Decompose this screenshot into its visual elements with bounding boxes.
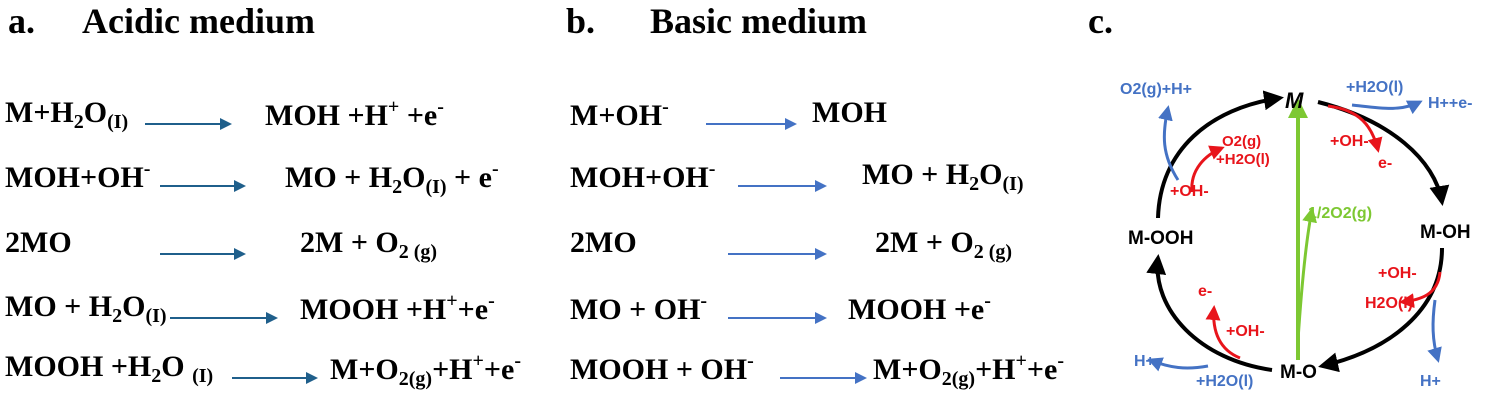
acidic-arrow-3 (160, 248, 246, 260)
basic-arrow-1 (706, 118, 797, 130)
red-arrow-bl (1205, 305, 1241, 360)
label-r-red-out: H2O(l) (1365, 295, 1413, 312)
panel-a-label: a. (8, 1, 35, 41)
basic-arrow-2 (738, 180, 827, 192)
basic-arrow-4 (728, 312, 827, 324)
acidic-products-3: 2M + O2 (g) (300, 226, 438, 263)
label-r-out: H+ (1420, 373, 1441, 390)
blue-arrow-tr (1351, 100, 1423, 115)
label-tl-out: O2(g)+H+ (1120, 81, 1192, 98)
basic-arrow-5 (780, 372, 867, 384)
red-arrow-tr (1327, 104, 1383, 153)
blue-arrow-r (1427, 299, 1442, 363)
red-arrow-r (1399, 271, 1442, 309)
label-tl-red-in: +OH- (1170, 183, 1209, 200)
cycle-arc-right-bottom (1318, 247, 1444, 373)
panel-a-title: Acidic medium (82, 1, 315, 41)
basic-products-3: 2M + O2 (g) (875, 226, 1013, 263)
label-tr-red-out: e- (1378, 155, 1392, 172)
acidic-reactants-4: MO + H2O(I) (5, 290, 167, 327)
basic-products-4: MOOH +e- (848, 290, 991, 326)
cycle-arc-bottom-left (1146, 254, 1273, 372)
acidic-arrow-4 (170, 312, 278, 324)
label-bl-red-in: +OH- (1226, 323, 1265, 340)
acidic-products-2: MO + H2O(I) + e- (285, 158, 499, 198)
acidic-products-4: MOOH +H++e- (300, 290, 495, 326)
node-left: M-OOH (1128, 228, 1193, 249)
red-arrow-tl (1190, 145, 1225, 193)
node-top: M (1285, 88, 1304, 113)
panel-c-label: c. (1088, 1, 1113, 41)
label-bl-in: +H2O(l) (1196, 373, 1253, 390)
cycle-arc-top-right (1317, 100, 1450, 206)
panel-b-label: b. (566, 1, 596, 41)
basic-reactants-1: M+OH- (570, 96, 669, 132)
node-bottom: M-O (1280, 362, 1317, 383)
acidic-reactants-1: M+H2O(I) (5, 96, 129, 133)
acidic-reactants-2: MOH+OH- (5, 158, 151, 194)
panel-b-title: Basic medium (650, 1, 868, 41)
basic-arrow-3 (728, 248, 827, 260)
catalytic-cycle: M M-OH M-O M-OOH 1/2O2(g) +H2O(l) H++e- … (1120, 79, 1472, 390)
label-tl-red-a: O2(g) (1222, 133, 1261, 150)
basic-reactants-4: MO + OH- (570, 290, 708, 326)
basic-reactants-5: MOOH + OH- (570, 350, 754, 386)
label-bl-red-out: e- (1198, 283, 1212, 300)
label-r-red-in: +OH- (1378, 265, 1417, 282)
label-tr-out: H++e- (1428, 95, 1472, 112)
acidic-arrow-5 (232, 372, 318, 384)
label-tl-red-b: +H2O(l) (1216, 151, 1270, 168)
basic-products-5: M+O2(g)+H++e- (873, 350, 1065, 390)
basic-products-2: MO + H2O(I) (862, 158, 1024, 195)
cycle-arc-left-top (1156, 90, 1284, 219)
acidic-products-1: MOH +H+ +e- (265, 96, 444, 132)
center-label: 1/2O2(g) (1308, 205, 1372, 222)
label-tr-red-in: +OH- (1330, 133, 1369, 150)
basic-reactants-3: 2MO (570, 226, 637, 259)
acidic-reactants-3: 2MO (5, 226, 72, 259)
basic-products-1: MOH (812, 96, 887, 129)
blue-arrow-bl (1147, 357, 1209, 372)
basic-reactants-2: MOH+OH- (570, 158, 716, 194)
green-arrow-branch (1296, 207, 1318, 341)
acidic-products-5: M+O2(g)+H++e- (330, 350, 522, 390)
acidic-reactants-5: MOOH +H2O (I) (5, 350, 214, 387)
label-tr-in: +H2O(l) (1346, 79, 1403, 96)
acidic-arrow-2 (160, 180, 246, 192)
acidic-arrow-1 (145, 118, 232, 130)
node-right: M-OH (1420, 222, 1471, 243)
label-bl-out: H+ (1134, 353, 1155, 370)
blue-arrow-tl (1158, 105, 1180, 181)
